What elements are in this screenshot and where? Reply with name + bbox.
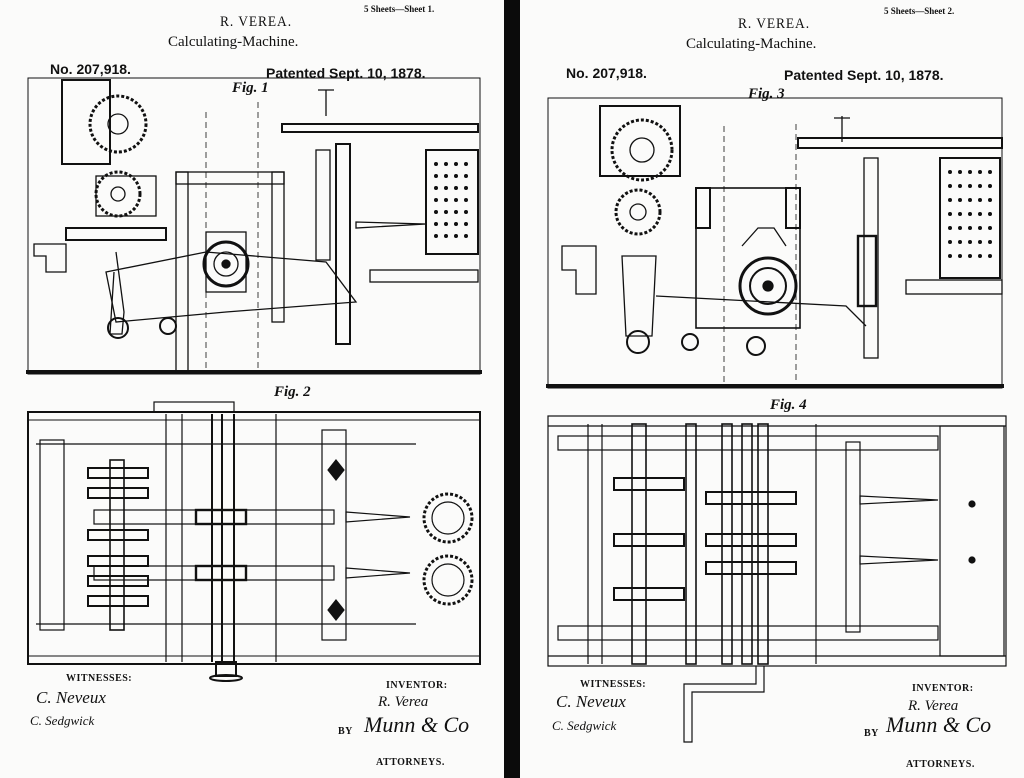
by-label: BY bbox=[338, 726, 353, 737]
witnesses-label: WITNESSES: bbox=[66, 673, 133, 684]
figure-label: Fig. 1 bbox=[232, 80, 269, 96]
witness-signature: C. Sedgwick bbox=[30, 713, 95, 728]
figure-1-drawing bbox=[26, 77, 482, 375]
witness-signature: C. Neveux bbox=[556, 692, 626, 711]
sheet-number: 5 Sheets—Sheet 1. bbox=[364, 4, 435, 14]
inventor-heading: R. VEREA. bbox=[738, 16, 810, 32]
patent-sheet-2: 5 Sheets—Sheet 2. R. VEREA. Calculating-… bbox=[520, 0, 1024, 778]
patent-number: No. 207,918. bbox=[50, 61, 131, 77]
invention-title: Calculating-Machine. bbox=[686, 36, 817, 52]
invention-title: Calculating-Machine. bbox=[168, 34, 299, 50]
attorneys-label: ATTORNEYS. bbox=[376, 757, 445, 768]
inventor-heading: R. VEREA. bbox=[220, 14, 292, 30]
figure-4-drawing bbox=[547, 415, 1007, 743]
witness-signature: C. Sedgwick bbox=[552, 718, 617, 733]
patent-number: No. 207,918. bbox=[566, 65, 647, 81]
witnesses-label: WITNESSES: bbox=[580, 679, 647, 690]
inventor-signature: R. Verea bbox=[908, 698, 959, 714]
attorneys-label: ATTORNEYS. bbox=[906, 759, 975, 770]
inventor-signature: R. Verea bbox=[378, 694, 429, 710]
figure-2-drawing bbox=[27, 401, 481, 682]
patent-sheet-1: 5 Sheets—Sheet 1. R. VEREA. Calculating-… bbox=[0, 0, 504, 778]
sheet-number: 5 Sheets—Sheet 2. bbox=[884, 6, 955, 16]
witness-signature: C. Neveux bbox=[36, 688, 106, 707]
inventor-label: INVENTOR: bbox=[912, 683, 974, 694]
inventor-label: INVENTOR: bbox=[386, 680, 448, 691]
figure-label: Fig. 4 bbox=[770, 397, 807, 413]
page-divider bbox=[504, 0, 520, 778]
patent-date: Patented Sept. 10, 1878. bbox=[266, 65, 426, 81]
figure-3-drawing bbox=[546, 97, 1004, 389]
patent-date: Patented Sept. 10, 1878. bbox=[784, 67, 944, 83]
by-label: BY bbox=[864, 728, 879, 739]
attorney-signature: Munn & Co bbox=[364, 712, 470, 737]
attorney-signature: Munn & Co bbox=[886, 712, 992, 737]
figure-label: Fig. 2 bbox=[274, 384, 311, 400]
